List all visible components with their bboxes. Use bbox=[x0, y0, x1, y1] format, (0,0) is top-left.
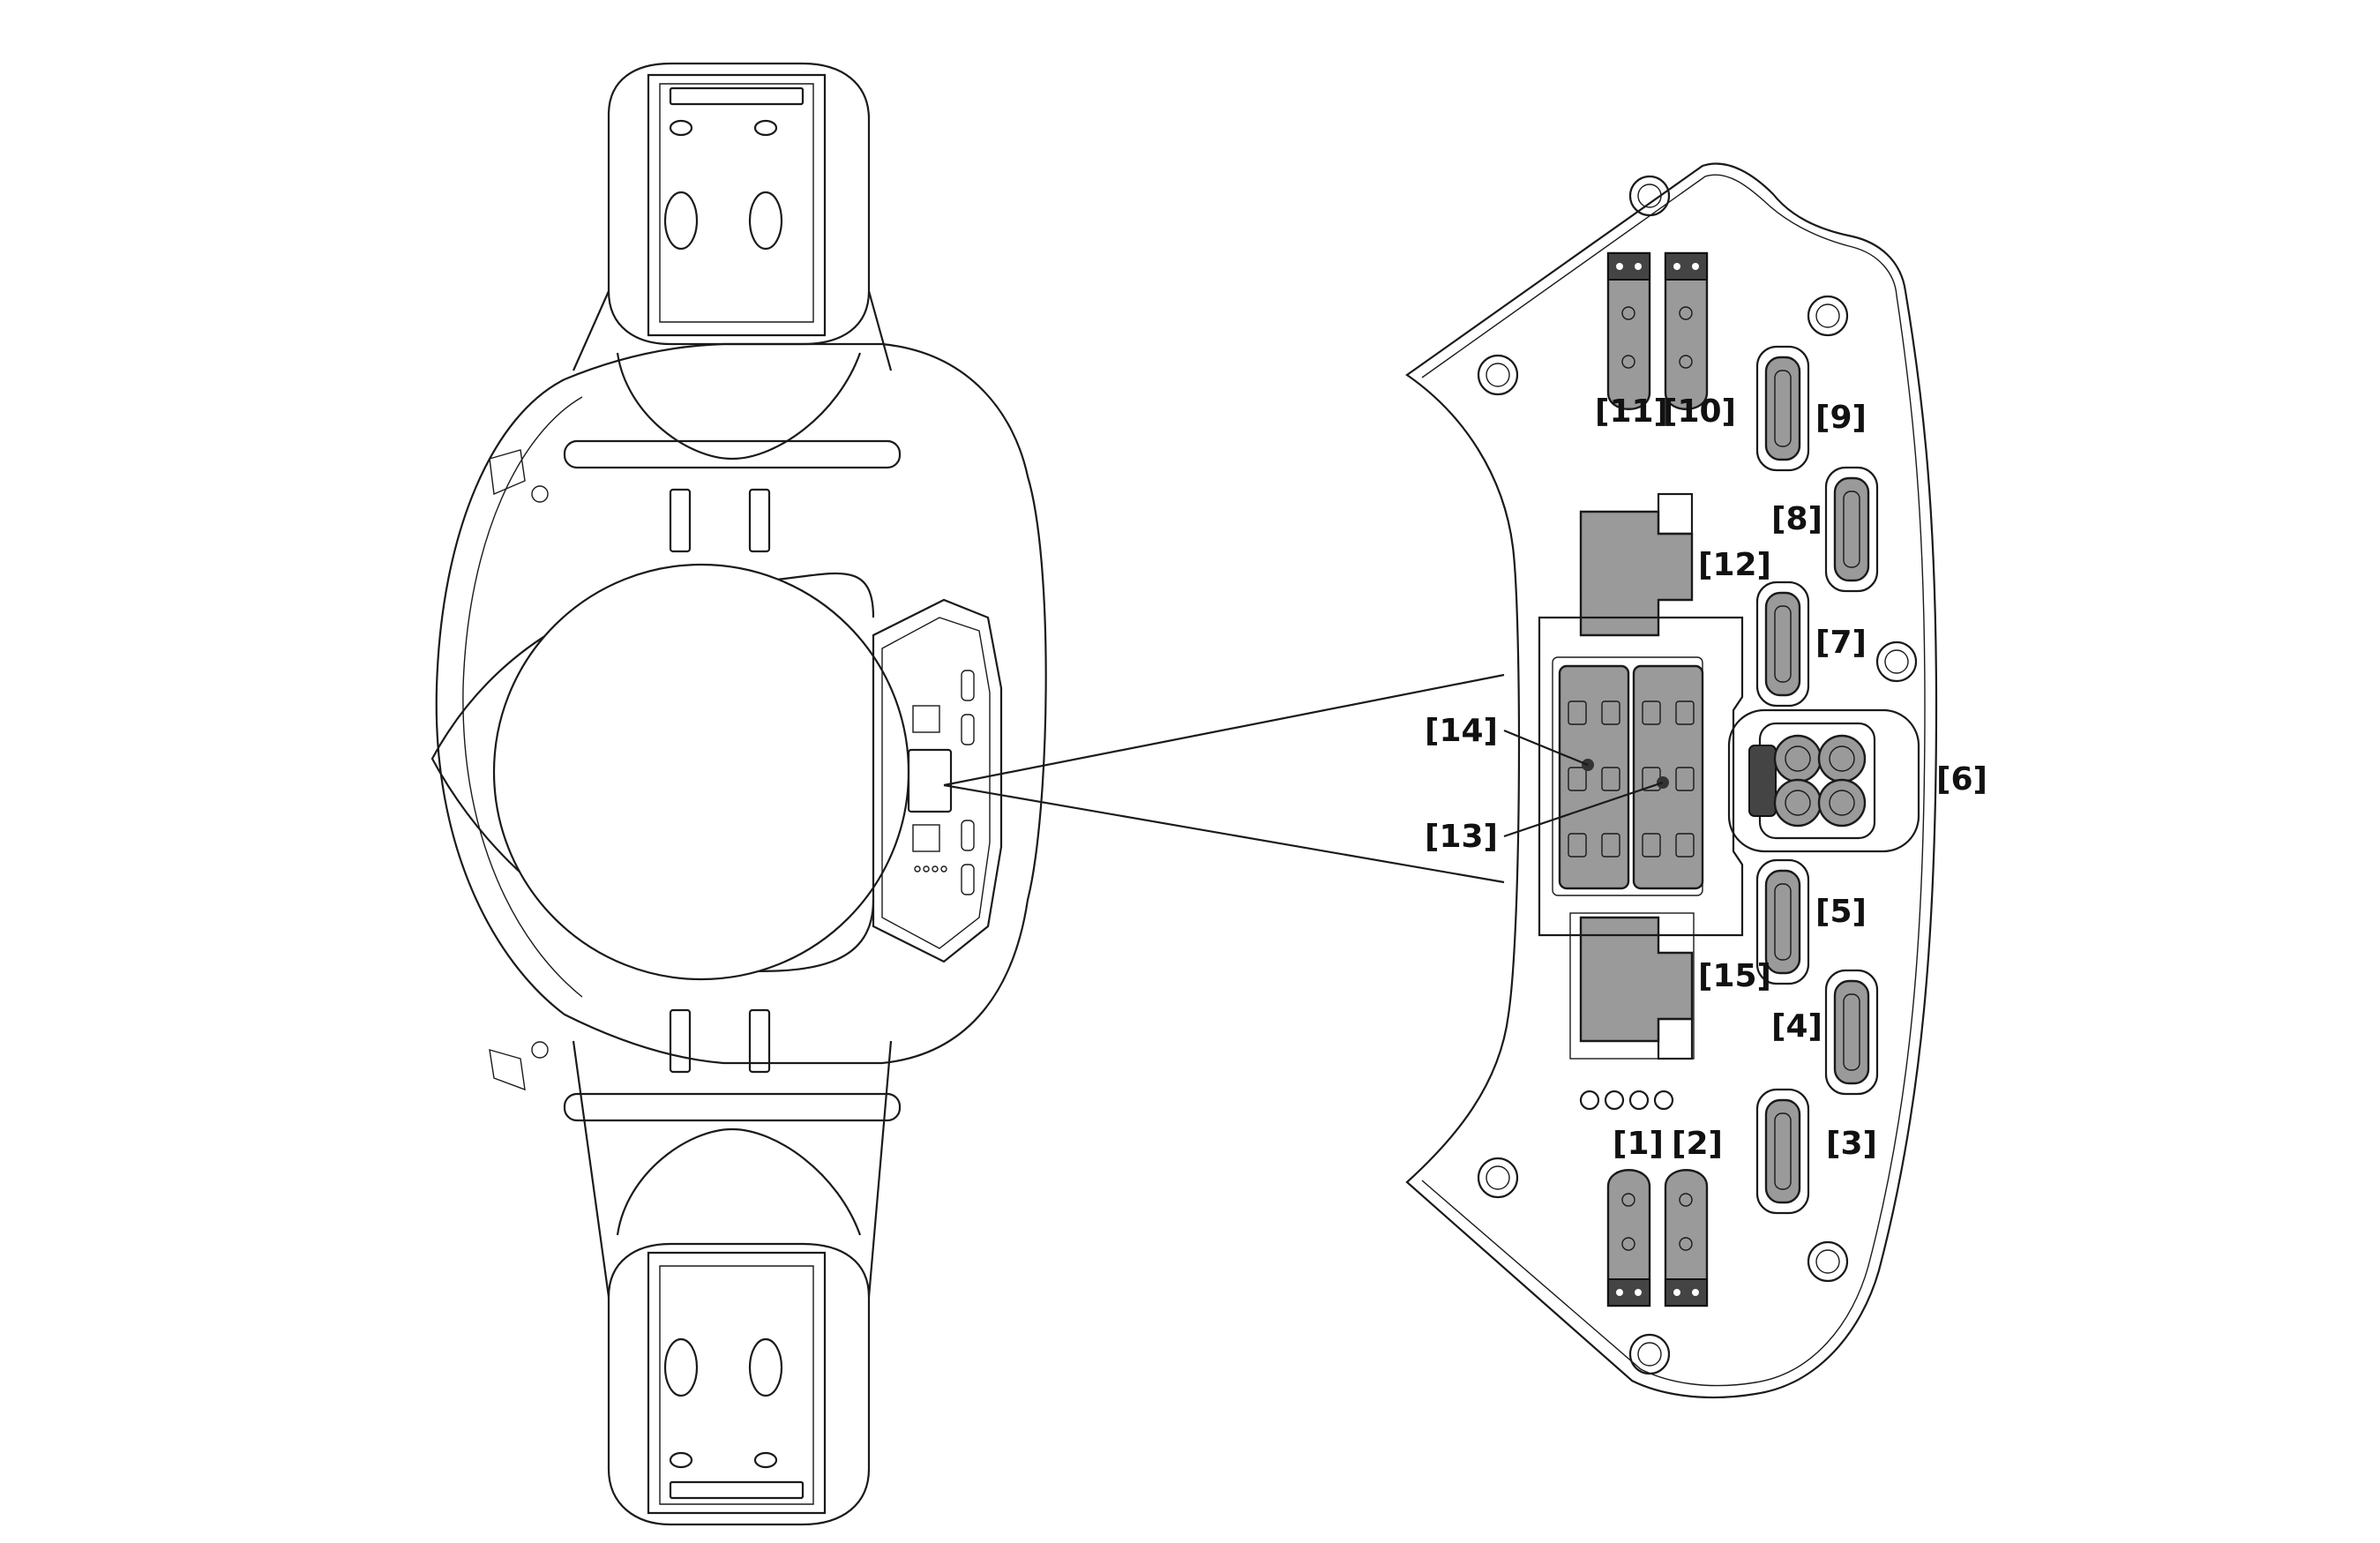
usb-c-ports bbox=[1755, 345, 1879, 1215]
plate-outline bbox=[1405, 162, 1938, 1399]
callout-labels: [11] [10] [9] [8] [12] [7] [14] [6] [13]… bbox=[1425, 393, 1987, 1162]
label-8: [8] bbox=[1771, 501, 1822, 537]
port-11 bbox=[1606, 251, 1651, 410]
label-14: [14] bbox=[1425, 713, 1498, 749]
port-7 bbox=[1755, 580, 1810, 708]
mounting-screws bbox=[1477, 175, 1918, 1375]
zoom-line-top bbox=[943, 673, 1505, 787]
label-15: [15] bbox=[1698, 958, 1771, 994]
center-housing bbox=[1538, 616, 1744, 937]
mini-connector-plate bbox=[872, 598, 1003, 963]
port-3 bbox=[1755, 1088, 1810, 1215]
label-6: [6] bbox=[1936, 761, 1987, 798]
label-11: [11] bbox=[1595, 393, 1668, 430]
zoom-line-bottom bbox=[943, 783, 1505, 884]
label-7: [7] bbox=[1815, 625, 1867, 661]
port-2 bbox=[1664, 1169, 1709, 1307]
dome bbox=[492, 563, 910, 981]
label-4: [4] bbox=[1771, 1008, 1822, 1045]
label-2: [2] bbox=[1672, 1126, 1723, 1162]
leader-13 bbox=[1503, 781, 1664, 838]
port-10 bbox=[1664, 251, 1709, 410]
label-1: [1] bbox=[1613, 1126, 1664, 1162]
label-9: [9] bbox=[1815, 400, 1867, 436]
port-5 bbox=[1755, 858, 1810, 985]
port-8 bbox=[1824, 466, 1879, 593]
label-10: [10] bbox=[1663, 393, 1736, 430]
top-foot bbox=[607, 62, 871, 461]
device-body-outline bbox=[435, 342, 1047, 1065]
label-3: [3] bbox=[1826, 1126, 1877, 1162]
connector-plate bbox=[1405, 162, 1938, 1399]
status-leds bbox=[1579, 1090, 1674, 1111]
leader-14 bbox=[1503, 729, 1589, 767]
port-14 bbox=[1558, 664, 1630, 890]
port-12 bbox=[1579, 492, 1694, 637]
label-12: [12] bbox=[1698, 547, 1771, 583]
device-overview bbox=[430, 62, 1505, 1526]
port-13 bbox=[1632, 664, 1704, 890]
label-5: [5] bbox=[1815, 894, 1867, 930]
port-15 bbox=[1569, 912, 1695, 1060]
port-4 bbox=[1824, 969, 1879, 1096]
port-1 bbox=[1606, 1169, 1651, 1307]
port-6 bbox=[1727, 708, 1920, 853]
label-13: [13] bbox=[1425, 819, 1498, 855]
port-9 bbox=[1755, 345, 1810, 472]
bottom-foot bbox=[607, 1127, 871, 1526]
